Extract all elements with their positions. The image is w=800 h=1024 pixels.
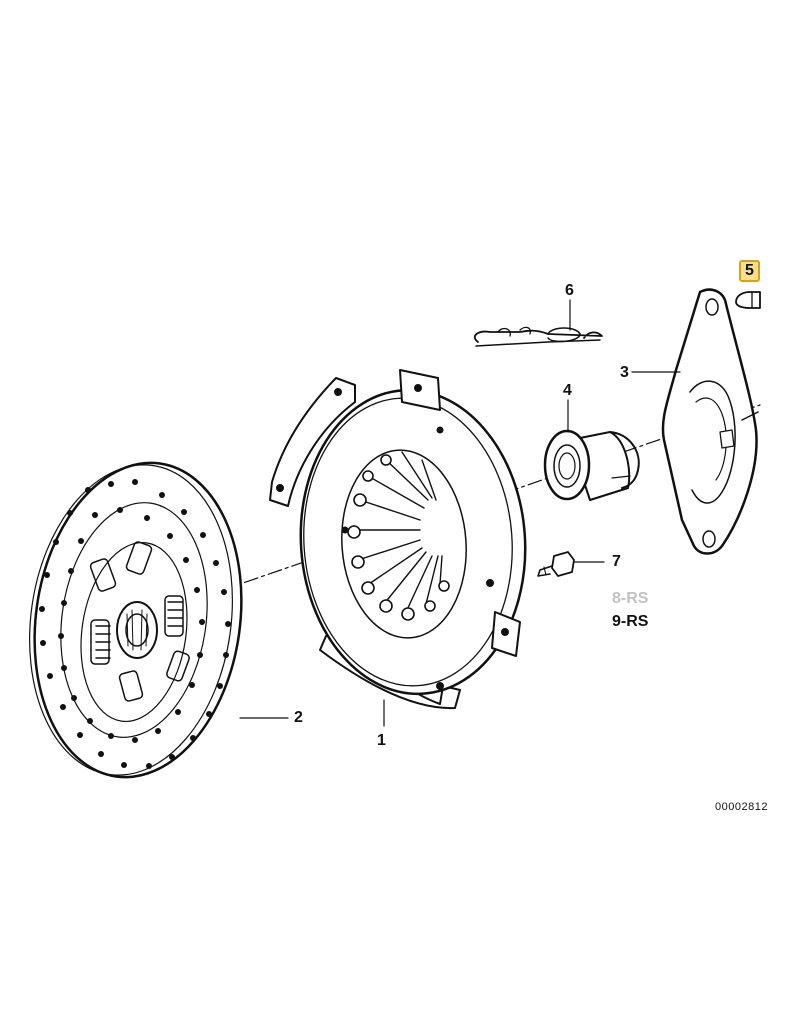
callout-5-highlighted[interactable]: 5	[739, 260, 760, 282]
retaining-spring[interactable]	[473, 326, 603, 347]
callout-2[interactable]: 2	[294, 709, 303, 726]
clutch-disc[interactable]	[10, 449, 261, 790]
callout-6[interactable]: 6	[565, 282, 574, 299]
pressure-plate[interactable]	[269, 369, 535, 710]
callout-7[interactable]: 7	[612, 553, 621, 570]
callout-4[interactable]: 4	[563, 382, 572, 399]
pivot-pin[interactable]	[735, 291, 761, 309]
center-axis-line	[149, 404, 761, 616]
callout-1[interactable]: 1	[377, 732, 386, 749]
release-lever[interactable]	[661, 288, 759, 555]
callout-3[interactable]: 3	[620, 364, 629, 381]
diagram-reference-number: 00002812	[715, 801, 768, 813]
variant-label-inactive[interactable]: 8-RS	[612, 590, 649, 607]
release-bearing[interactable]	[543, 429, 640, 501]
variant-label-active[interactable]: 9-RS	[612, 613, 649, 630]
hex-bolt[interactable]	[537, 551, 575, 577]
